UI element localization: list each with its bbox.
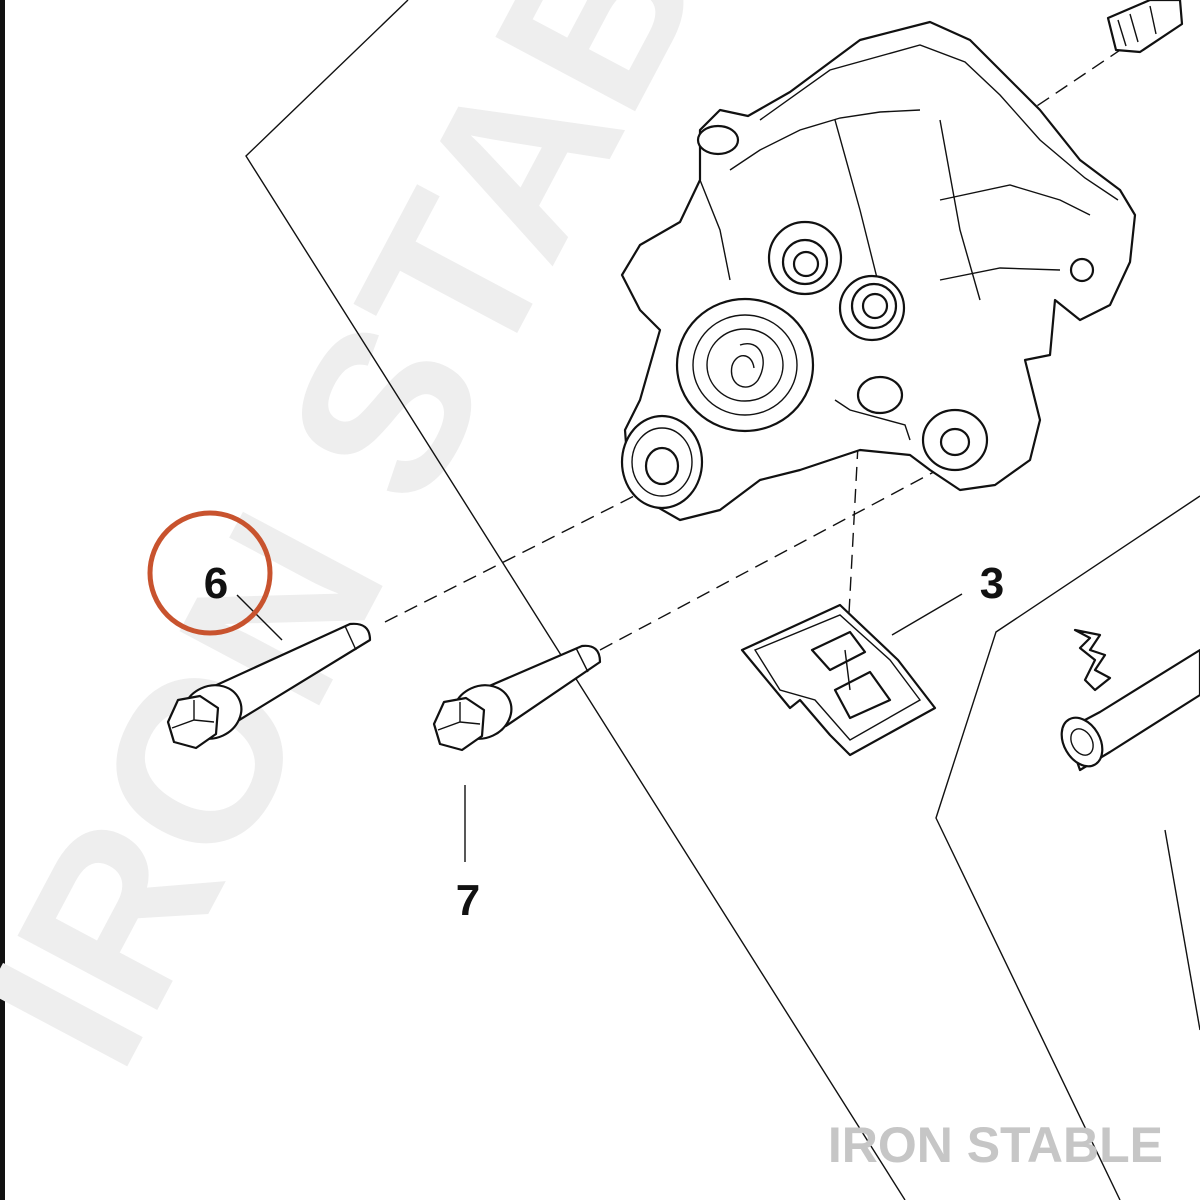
callout-3: 3 <box>980 559 1004 608</box>
caliper-bolt-6 <box>166 622 372 750</box>
retaining-pin-set <box>1060 628 1200 772</box>
callout-6: 6 <box>204 559 228 608</box>
callout-7: 7 <box>456 876 480 925</box>
bleed-fitting <box>1106 0 1184 54</box>
leader-lines <box>236 593 963 862</box>
highlight-circle <box>147 510 273 636</box>
left-edge-strip <box>0 0 5 1200</box>
caliper-bolt-7 <box>432 644 602 752</box>
pad-spring-clip <box>740 603 937 757</box>
brand-logo-text: IRON STABLE <box>828 1117 1163 1173</box>
frame-lines <box>245 0 1200 1200</box>
brake-caliper <box>620 20 1137 522</box>
